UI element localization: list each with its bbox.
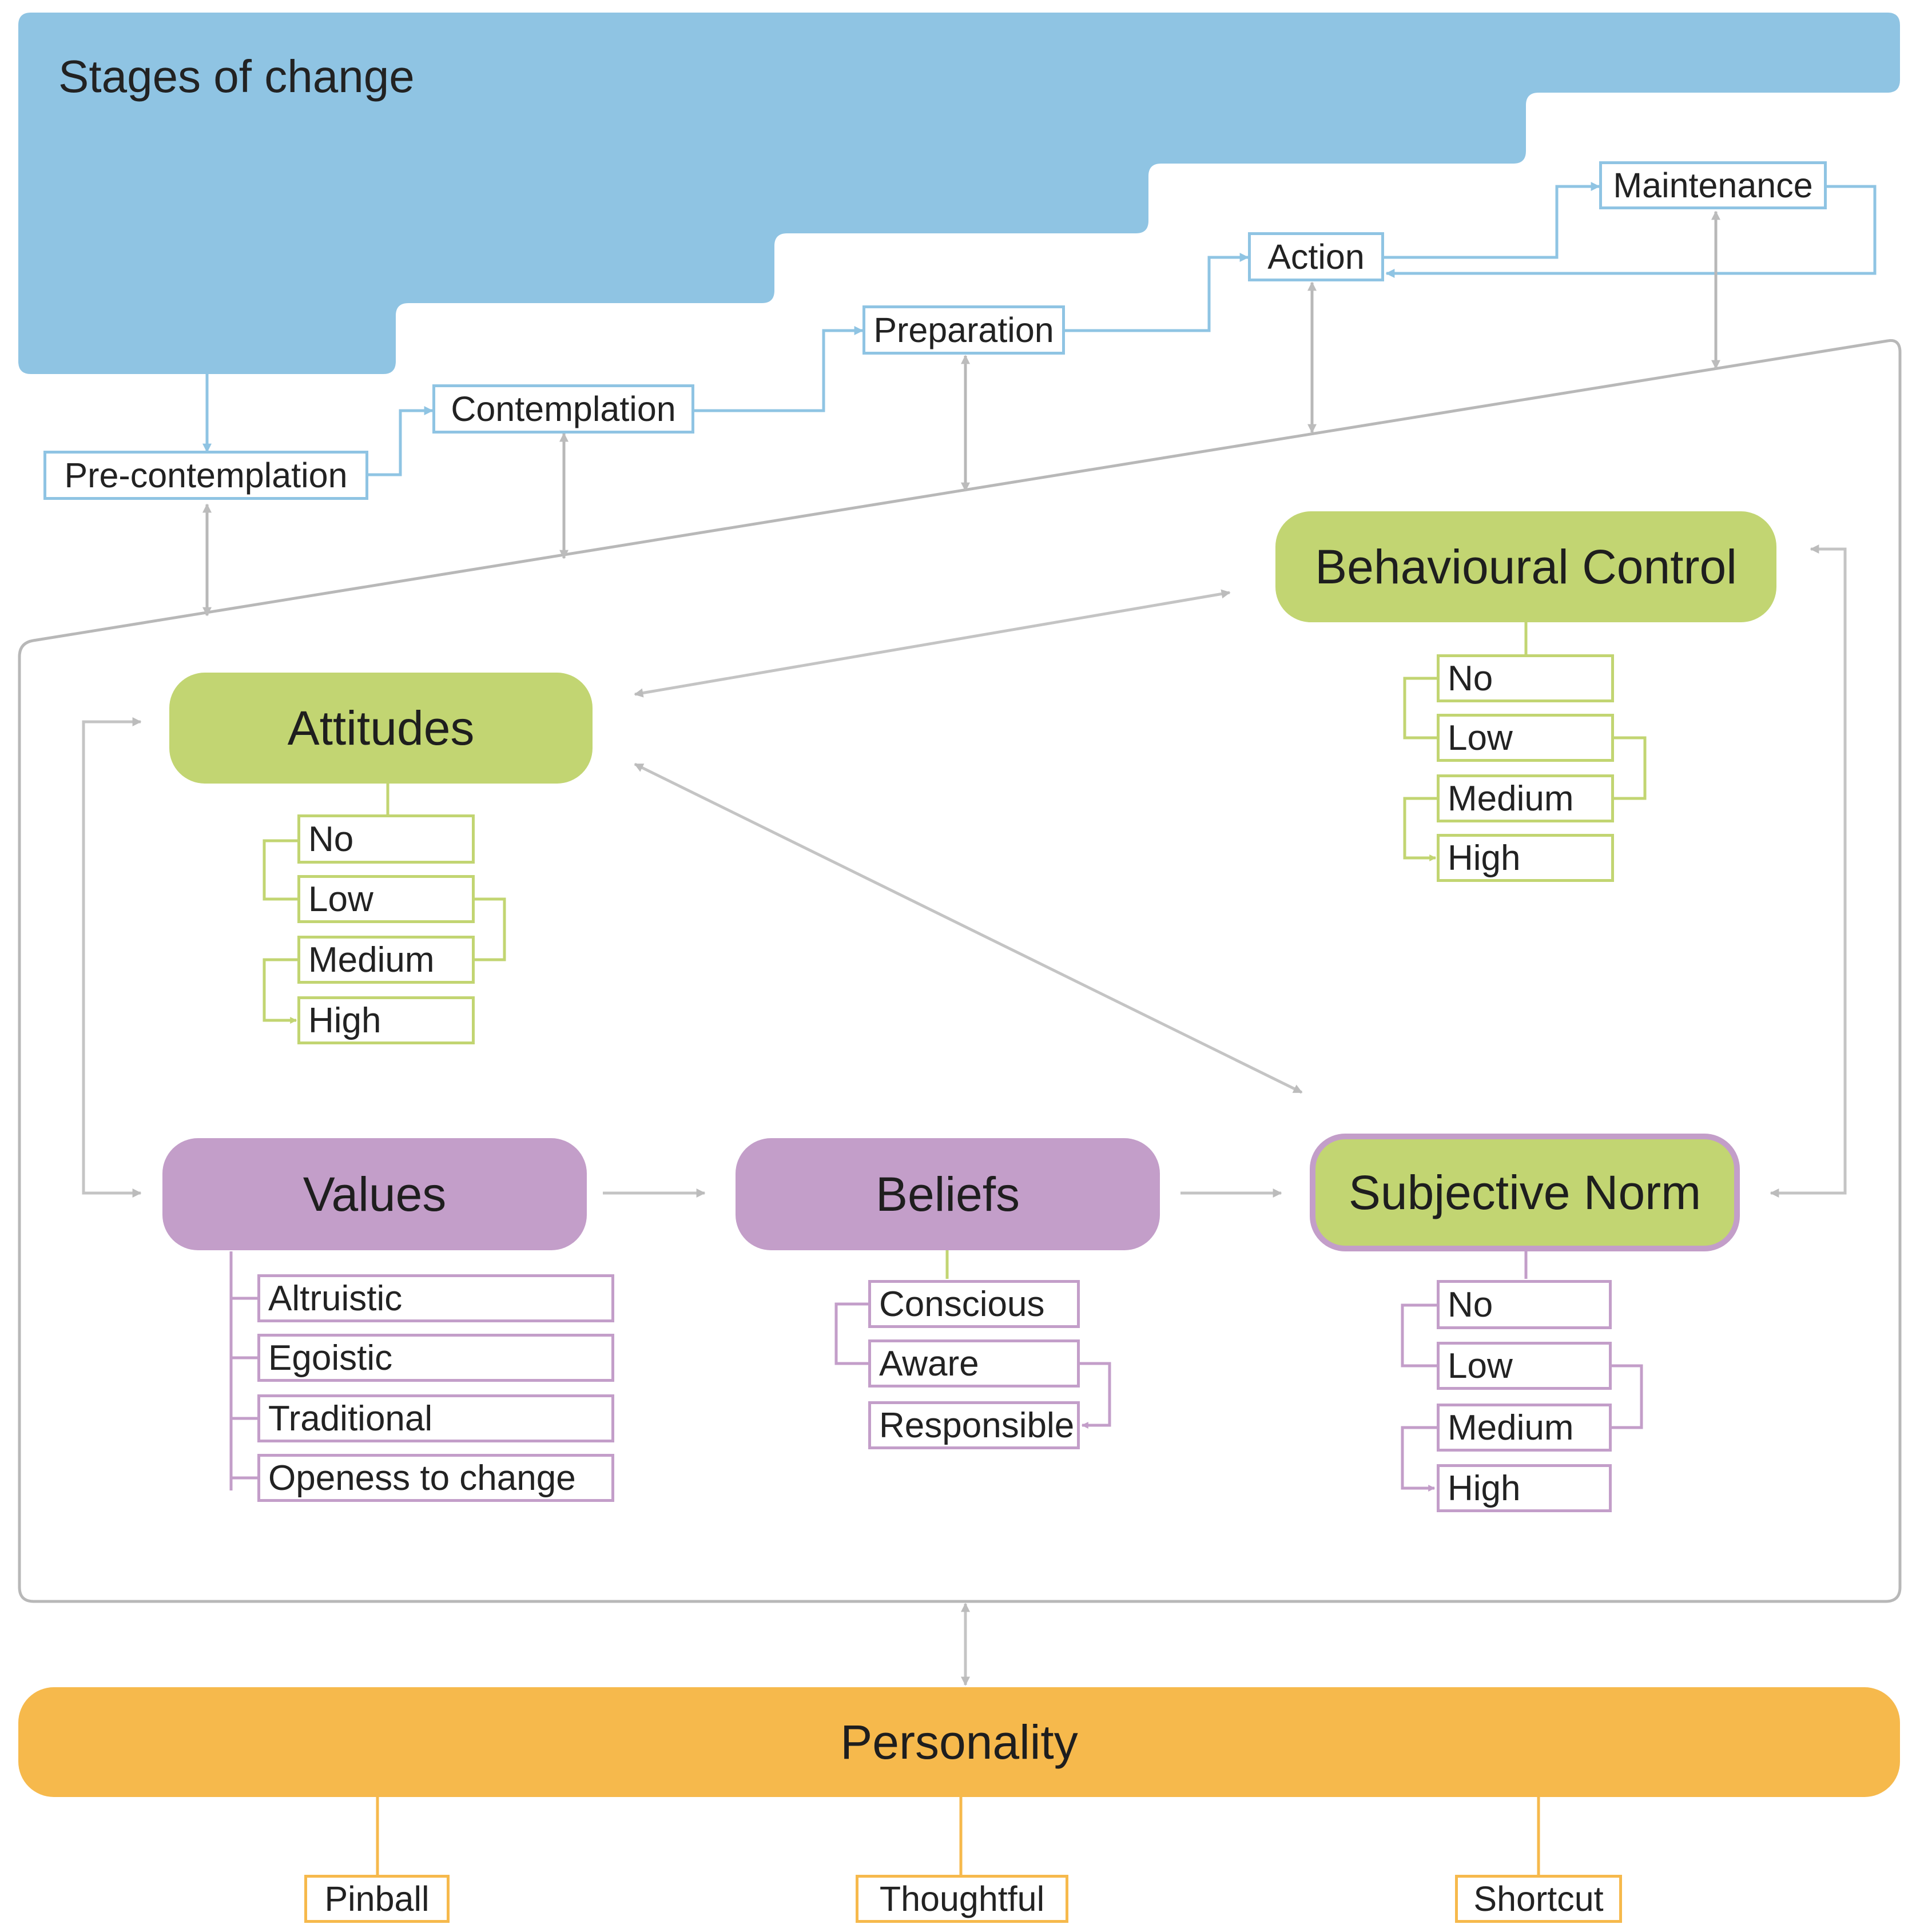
constructs-container — [18, 339, 1902, 1603]
precontemplation-to-contemplation-arrow — [368, 406, 434, 476]
behavioural-control-level-bracket-right — [1614, 736, 1647, 800]
beliefs-arrow — [1080, 1362, 1111, 1429]
stage-maintenance: Maintenance — [1599, 161, 1827, 209]
value-type-traditional: Traditional — [257, 1394, 614, 1442]
behavioural-control-level-low: Low — [1437, 714, 1614, 762]
personality-type-shortcut: Shortcut — [1455, 1875, 1622, 1923]
attitudes-level-high: High — [297, 996, 475, 1044]
behavioural-control-subjective-norm-arrow — [1770, 544, 1847, 1198]
belief-type-conscious: Conscious — [868, 1280, 1080, 1328]
attitudes-level-low: Low — [297, 875, 475, 923]
attitudes-level-arrow — [263, 958, 297, 1024]
belief-type-aware: Aware — [868, 1339, 1080, 1388]
value-type-altruistic: Altruistic — [257, 1274, 614, 1322]
stages-title: Stages of change — [58, 51, 415, 102]
behavioural-control-level-bracket-left — [1403, 677, 1437, 740]
preparation-to-action-arrow — [1065, 252, 1249, 332]
subjective-norm-level-bracket-right — [1612, 1364, 1643, 1429]
personality-type-pinball: Pinball — [304, 1875, 450, 1923]
values-node: Values — [162, 1138, 587, 1250]
behavioural-control-level-no: No — [1437, 654, 1614, 702]
behavioural-control-level-high: High — [1437, 834, 1614, 882]
subjective-norm-level-low: Low — [1437, 1342, 1612, 1390]
action-to-maintenance-arrow — [1384, 181, 1600, 259]
personality-node: Personality — [18, 1687, 1900, 1797]
attitudes-node: Attitudes — [169, 673, 593, 784]
belief-type-responsible: Responsible — [868, 1401, 1080, 1449]
behavioural-control-node: Behavioural Control — [1275, 511, 1776, 622]
attitudes-subjective-norm-arrow — [634, 762, 1303, 1094]
stage-action: Action — [1248, 232, 1384, 281]
attitudes-behavioural-control-arrow — [634, 589, 1231, 698]
maintenance-to-action-loop-arrow — [1385, 185, 1877, 279]
stage-contemplation: Contemplation — [432, 384, 694, 434]
stage-precontemplation: Pre-contemplation — [43, 451, 368, 500]
stages-banner — [18, 13, 1900, 374]
attitudes-level-bracket-right — [475, 897, 506, 961]
attitudes-values-arrow — [82, 717, 142, 1198]
subjective-norm-level-high: High — [1437, 1464, 1612, 1512]
behavioural-control-level-arrow — [1403, 797, 1437, 862]
attitudes-level-medium: Medium — [297, 936, 475, 984]
subjective-norm-level-bracket-left — [1401, 1303, 1437, 1367]
attitudes-level-bracket-left — [263, 839, 297, 901]
beliefs-bracket-left — [834, 1302, 868, 1365]
stage-preparation: Preparation — [862, 305, 1065, 355]
subjective-norm-node: Subjective Norm — [1310, 1134, 1740, 1251]
subjective-norm-level-medium: Medium — [1437, 1404, 1612, 1452]
value-type-egoistic: Egoistic — [257, 1334, 614, 1382]
subjective-norm-level-arrow — [1401, 1426, 1437, 1492]
attitudes-level-no: No — [297, 814, 475, 864]
personality-type-thoughtful: Thoughtful — [856, 1875, 1068, 1923]
behavioural-control-level-medium: Medium — [1437, 774, 1614, 822]
value-type-openess-to-change: Openess to change — [257, 1454, 614, 1502]
contemplation-to-preparation-arrow — [694, 325, 864, 412]
subjective-norm-level-no: No — [1437, 1280, 1612, 1329]
beliefs-node: Beliefs — [736, 1138, 1160, 1250]
